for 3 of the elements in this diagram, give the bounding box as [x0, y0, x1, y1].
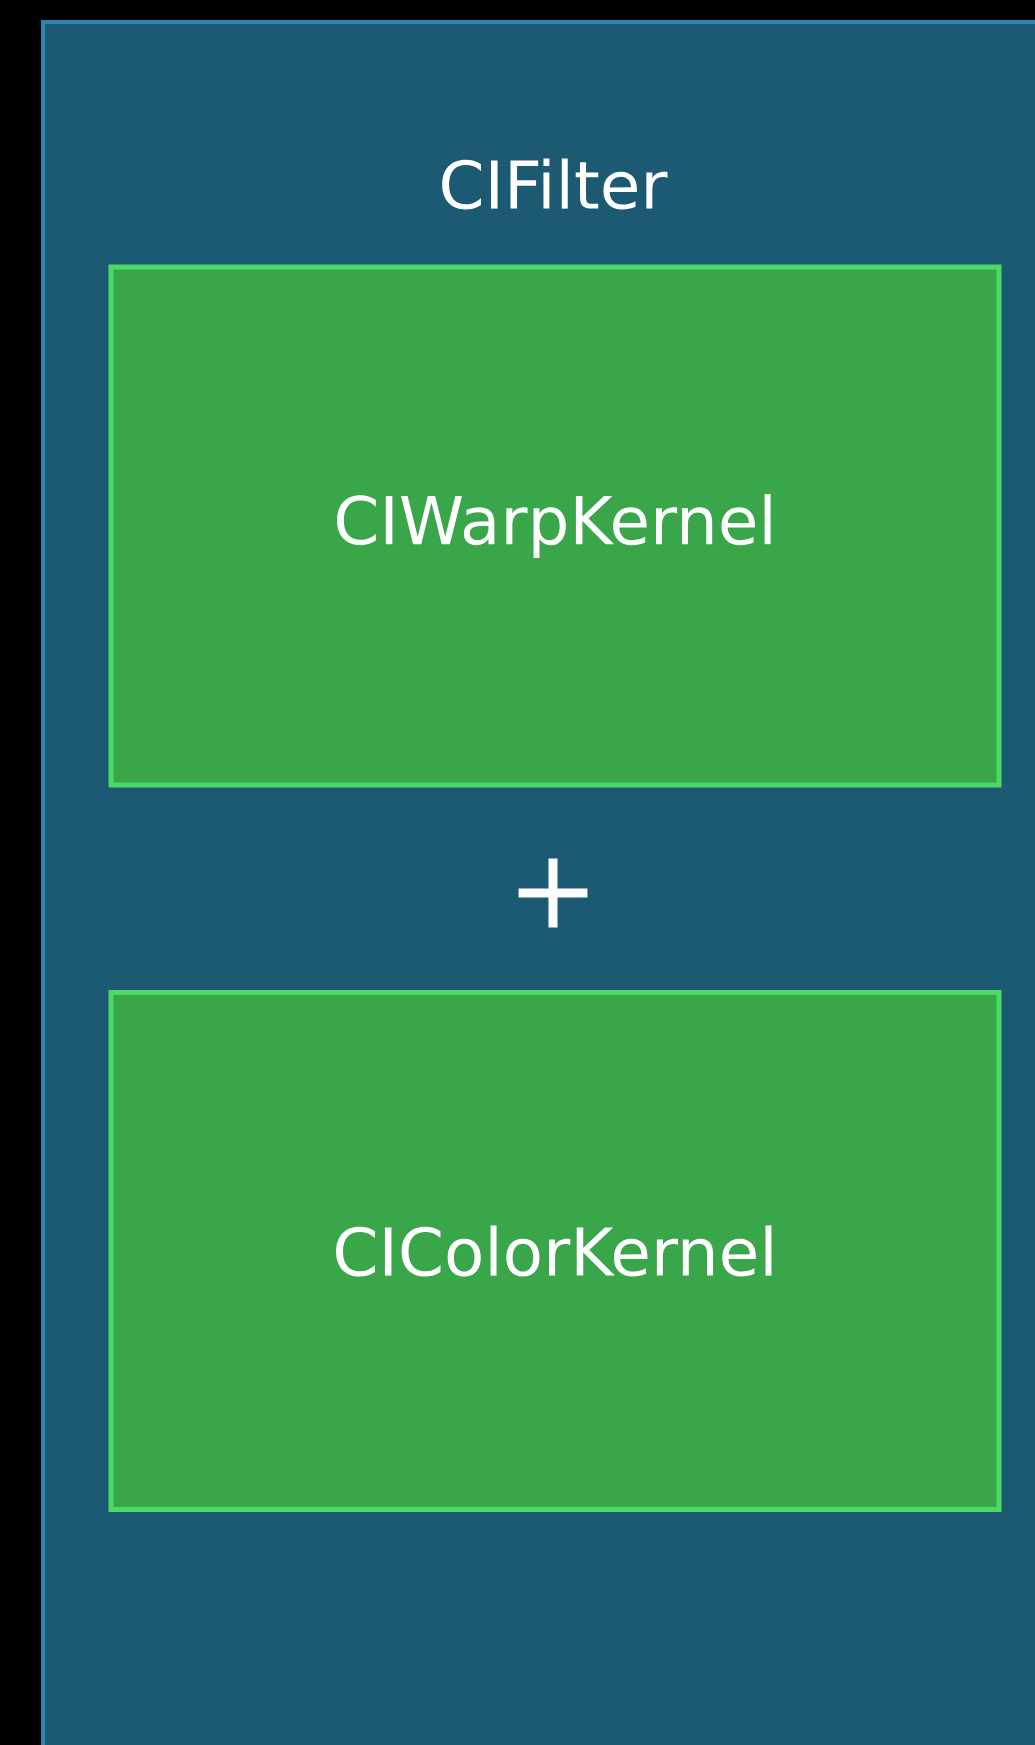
kernel-box: CIColorKernel — [108, 990, 1002, 1512]
kernel-box: CIWarpKernel — [108, 264, 1002, 788]
plus-sign: + — [518, 858, 588, 928]
